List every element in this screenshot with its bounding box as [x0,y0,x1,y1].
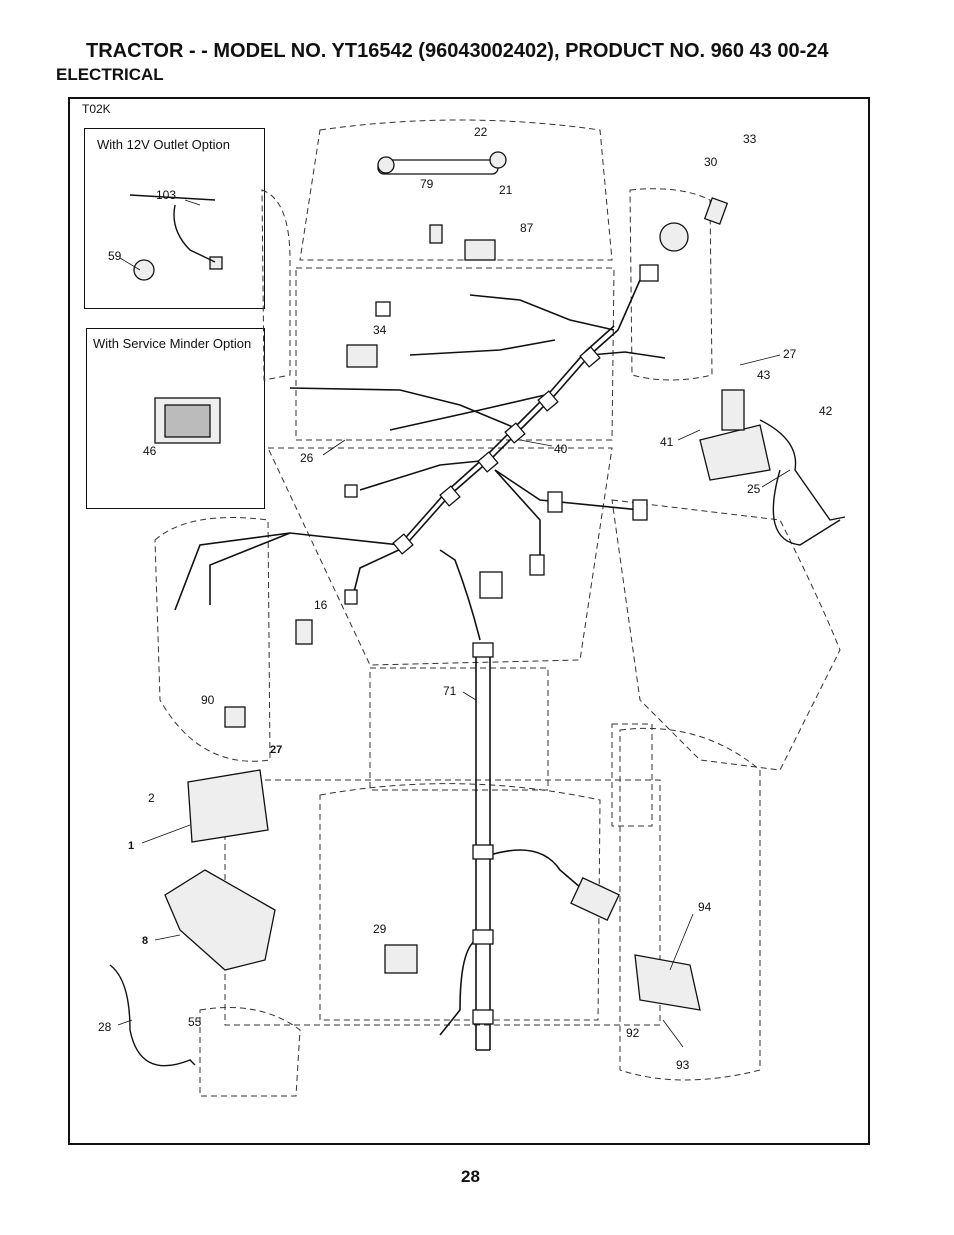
callout-41: 41 [660,435,674,449]
callout-103: 103 [156,188,177,202]
connectors [344,264,659,1025]
callout-27-top: 27 [783,347,797,361]
diagram-code: T02K [82,102,111,116]
callout-16: 16 [314,598,328,612]
leader-lines [117,199,791,1048]
inset-service-minder-label: With Service Minder Option [93,336,252,351]
callout-26: 26 [300,451,314,465]
callout-71: 71 [443,684,457,698]
diagram-frame [68,97,870,1145]
callout-55: 55 [188,1015,202,1029]
callout-87: 87 [520,221,534,235]
callout-21: 21 [499,183,513,197]
inset-12v-outlet-label: With 12V Outlet Option [97,137,230,152]
callout-90: 90 [201,693,215,707]
callout-59: 59 [108,249,122,263]
callout-28: 28 [98,1020,112,1034]
callout-29: 29 [373,922,387,936]
callout-33: 33 [743,132,757,146]
callout-46: 46 [143,444,157,458]
tractor-outline [154,119,841,1097]
main-harness [174,279,666,611]
section-title: ELECTRICAL [56,65,164,84]
callout-22: 22 [474,125,488,139]
callout-25: 25 [747,482,761,496]
components [133,151,771,1011]
callout-8: 8 [142,935,149,947]
callout-79: 79 [420,177,434,191]
callout-92: 92 [626,1026,640,1040]
callout-1: 1 [128,840,135,852]
callout-42: 42 [819,404,833,418]
callout-30: 30 [704,155,718,169]
page-number: 28 [461,1167,480,1186]
page-title: TRACTOR - - MODEL NO. YT16542 (960430024… [86,40,829,62]
callout-93: 93 [676,1058,690,1072]
callout-27-battery: 27 [270,744,283,756]
callout-34: 34 [373,323,387,337]
callout-2: 2 [148,791,155,805]
cables [109,194,846,1067]
vertical-harness [439,549,596,1051]
callout-43: 43 [757,368,771,382]
callout-40: 40 [554,442,568,456]
callout-94: 94 [698,900,712,914]
